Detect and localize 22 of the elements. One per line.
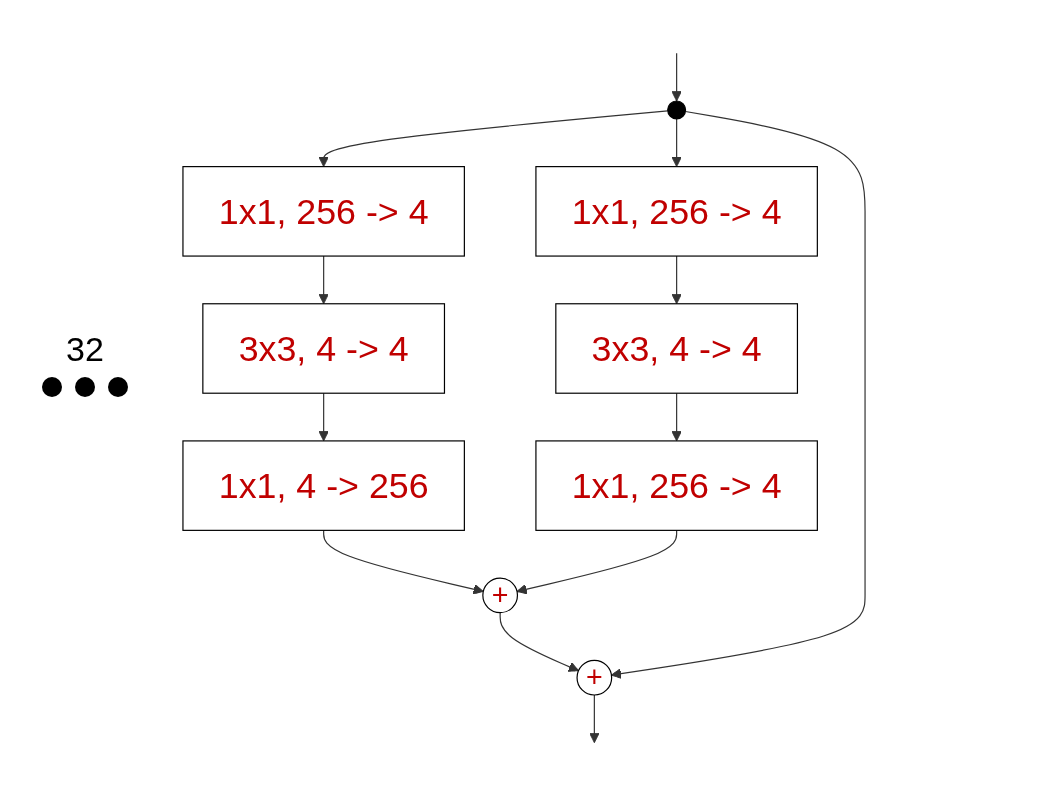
arrow	[670, 52, 682, 101]
arrow	[610, 110, 866, 679]
arrow	[670, 392, 682, 441]
node-box: 1x1, 4 -> 256	[181, 439, 465, 531]
arrow	[670, 254, 682, 304]
node-box: 3x3, 4 -> 4	[201, 302, 445, 394]
node-circle: +	[481, 576, 518, 613]
node-box: 1x1, 256 -> 4	[534, 439, 818, 531]
count-label: 32	[66, 330, 104, 369]
arrow	[670, 117, 682, 167]
arrow	[588, 693, 600, 743]
node-circle: +	[575, 659, 612, 696]
arrow	[317, 109, 668, 167]
node-box: 1x1, 256 -> 4	[534, 165, 818, 257]
node-circle	[666, 99, 686, 119]
node-box: 1x1, 256 -> 4	[181, 165, 465, 257]
arrow	[317, 254, 329, 304]
node-box: 3x3, 4 -> 4	[554, 302, 798, 394]
arrow	[322, 529, 484, 594]
arrow	[516, 529, 677, 594]
arrow	[317, 392, 329, 441]
arrow	[499, 611, 579, 672]
